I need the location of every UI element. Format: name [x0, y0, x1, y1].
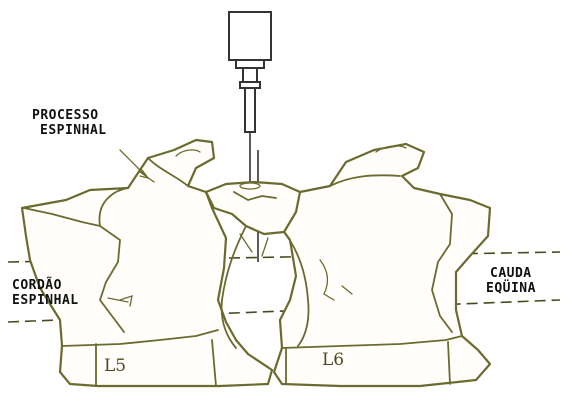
cordao-line1: CORDÃO — [12, 278, 79, 293]
label-cordao-espinhal: CORDÃO ESPINHAL — [12, 278, 79, 308]
vertebra-label-l6: L6 — [322, 350, 344, 370]
processo-line1: PROCESSO — [32, 108, 107, 123]
cauda-line1: CAUDA — [486, 266, 536, 281]
label-cauda-equina: CAUDA EQÜINA — [486, 266, 536, 296]
label-processo-espinhal: PROCESSO ESPINHAL — [32, 108, 107, 138]
cauda-line2: EQÜINA — [486, 281, 536, 296]
cordao-line2: ESPINHAL — [12, 293, 79, 308]
processo-line2: ESPINHAL — [32, 123, 107, 138]
vertebra-l6 — [252, 144, 490, 386]
vertebra-label-l5: L5 — [104, 356, 126, 376]
